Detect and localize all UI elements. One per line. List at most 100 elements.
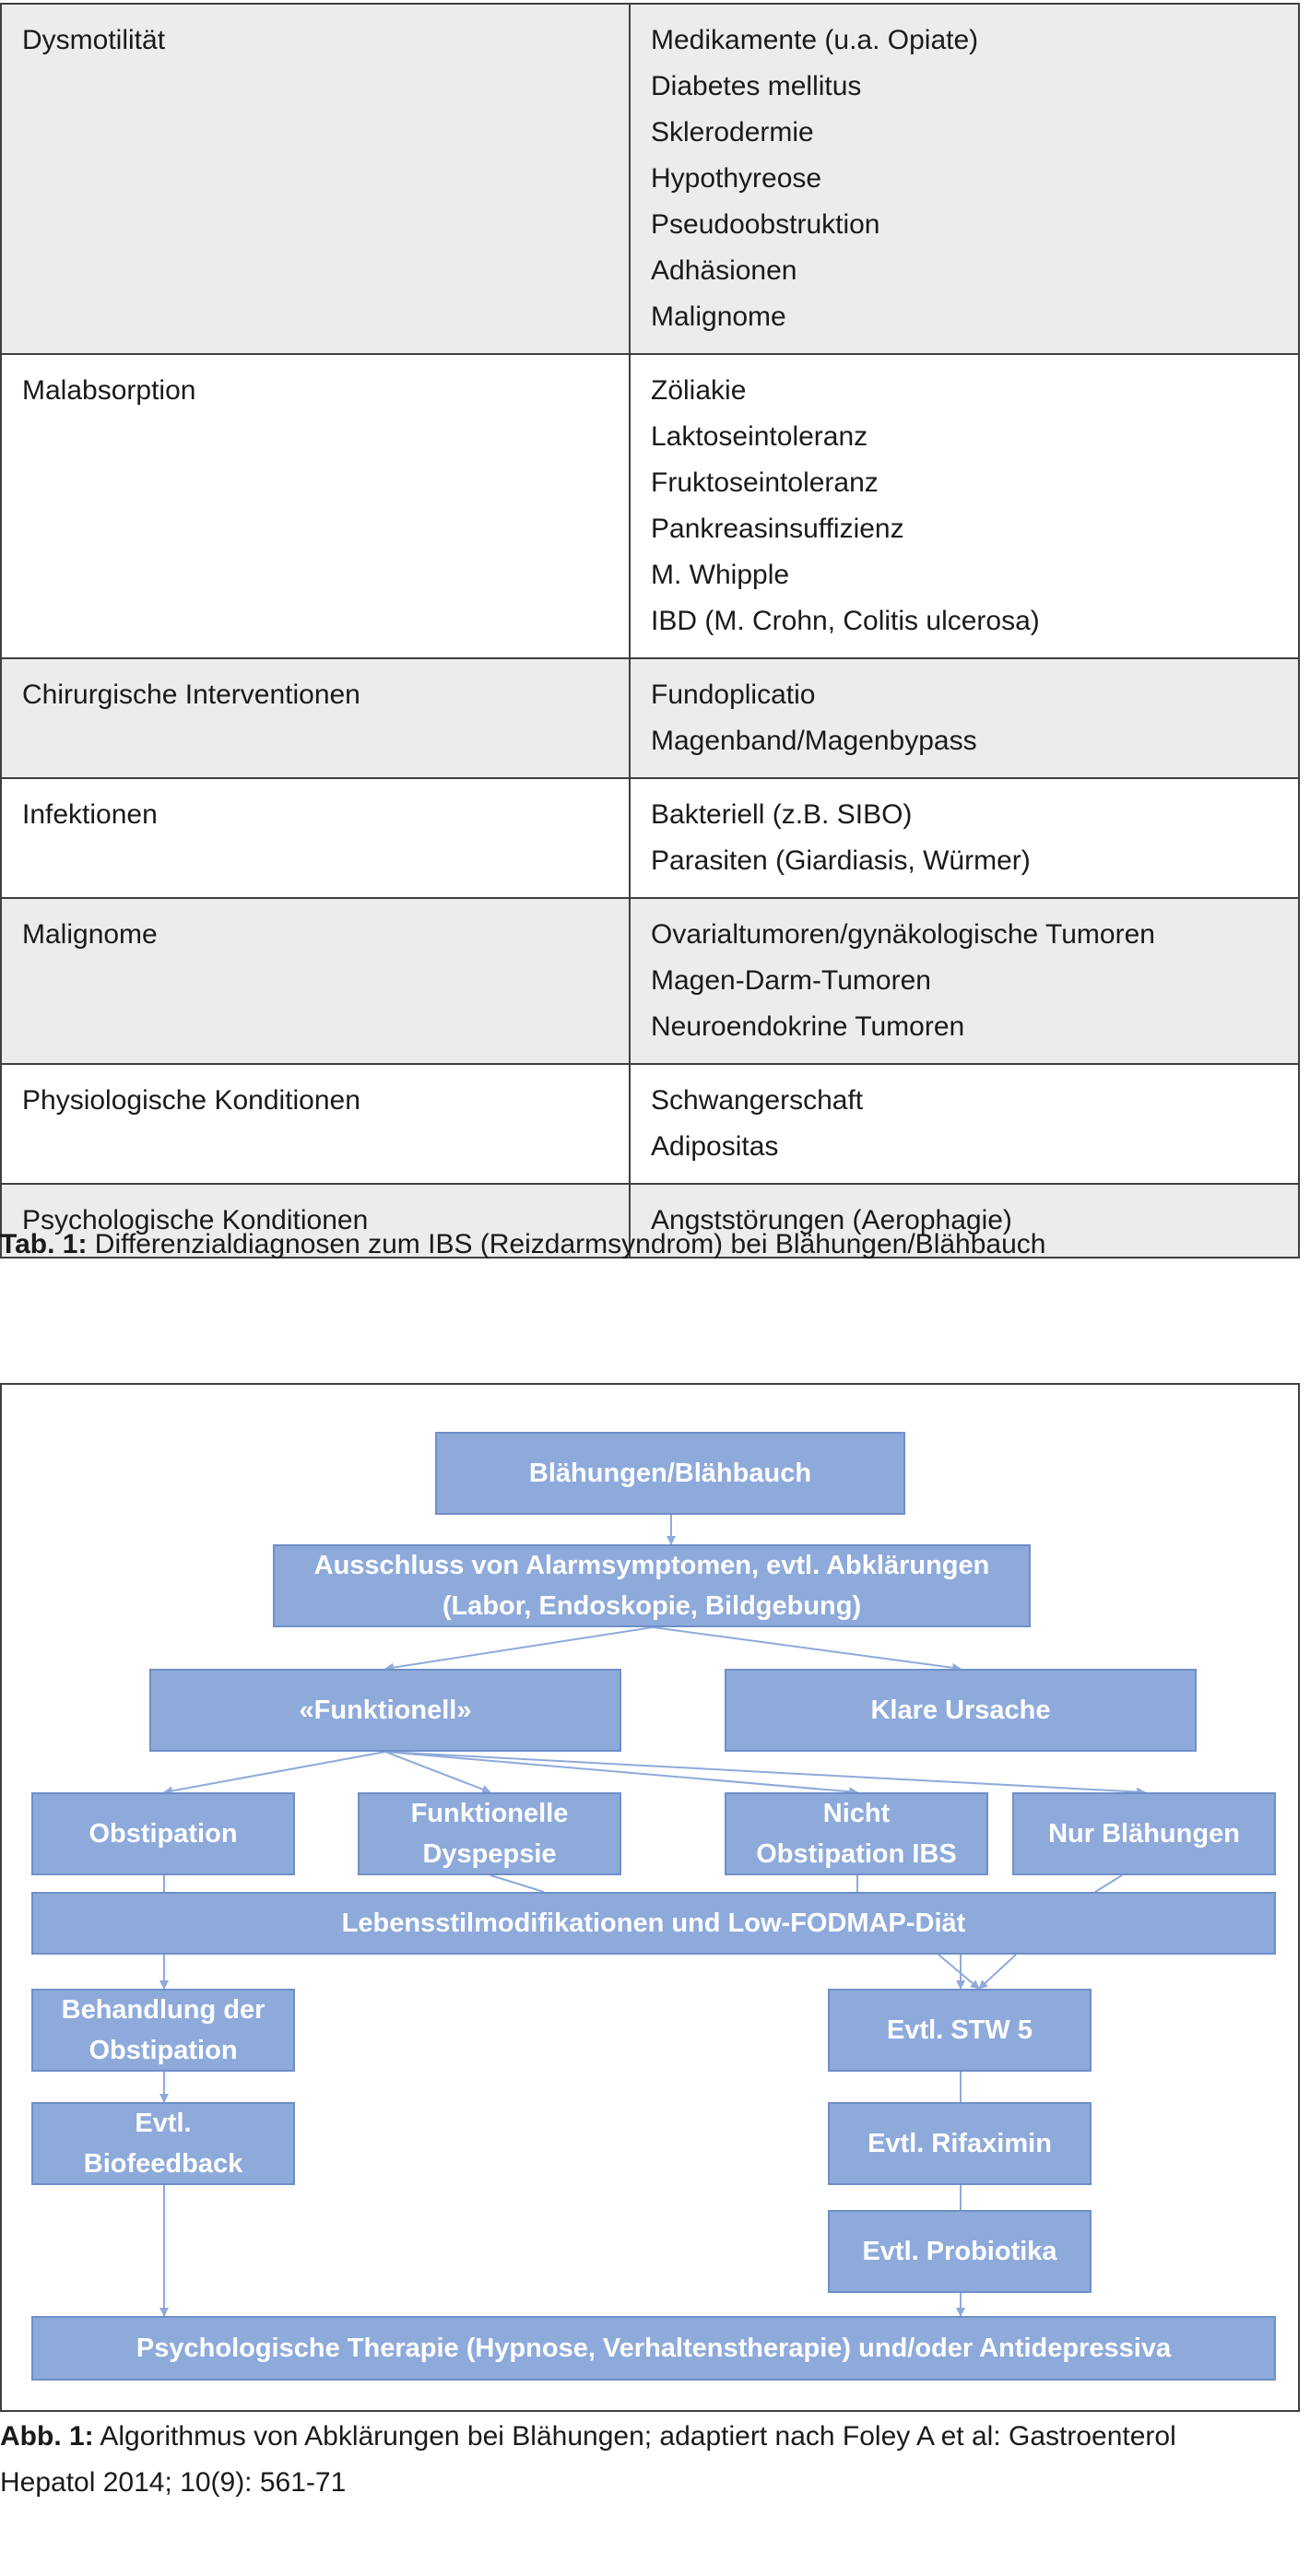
diagnoses-cell: Bakteriell (z.B. SIBO) Parasiten (Giardia…	[629, 777, 1300, 899]
figure-caption-line2: Hepatol 2014; 10(9): 561-71	[0, 2467, 347, 2498]
box-label-line: Nicht	[822, 1799, 891, 1828]
box-label: Blähungen/Blähbauch	[529, 1453, 811, 1494]
table-caption: Tab. 1: Differenzialdiagnosen zum IBS (R…	[0, 1222, 1045, 1268]
flow-arrow	[163, 1751, 386, 1796]
flow-arrow	[1094, 1874, 1123, 1893]
diagnosis-item: Sklerodermie	[651, 117, 814, 148]
diagnosis-item: Bakteriell (z.B. SIBO)	[651, 799, 913, 830]
category-cell: Malignome	[0, 897, 631, 1065]
box-label-line: Obstipation	[89, 2036, 238, 2065]
box-label-line: Evtl. Probiotika	[862, 2237, 1057, 2266]
box-label: Obstipation	[89, 1814, 237, 1854]
box-obstipation: Obstipation	[31, 1792, 295, 1875]
box-rifaximin: Evtl. Rifaximin	[828, 2102, 1092, 2185]
flow-arrow	[384, 1626, 654, 1672]
box-label-line: Evtl. STW 5	[887, 2015, 1033, 2045]
table-caption-text: Differenzialdiagnosen zum IBS (Reizdarms…	[87, 1229, 1046, 1259]
box-label: Evtl. Probiotika	[862, 2231, 1056, 2272]
diagnosis-item: Magenband/Magenbypass	[651, 726, 977, 756]
diagnosis-item: Zöliakie	[651, 375, 747, 406]
diagnosis-item: Adipositas	[651, 1131, 779, 1162]
box-label: Ausschluss von Alarmsymptomen, evtl. Abk…	[314, 1545, 990, 1626]
category-cell: Psychologische Konditionen	[0, 1183, 631, 1258]
diagnoses-cell: Medikamente (u.a. Opiate)Diabetes mellit…	[629, 3, 1300, 355]
box-label-line: Obstipation IBS	[756, 1839, 957, 1869]
figure-caption-text: Algorithmus von Abklärungen bei Blähunge…	[93, 2421, 1176, 2452]
flow-arrow	[490, 1874, 545, 1893]
flow-arrow	[384, 1751, 491, 1794]
box-label-line: Nur Blähungen	[1048, 1819, 1240, 1849]
box-label: Klare Ursache	[870, 1690, 1050, 1731]
box-label: Psychologische Therapie (Hypnose, Verhal…	[136, 2328, 1171, 2369]
diagnosis-item: Magen-Darm-Tumoren	[651, 965, 931, 996]
category-cell: Malabsorption	[0, 353, 631, 659]
diagnosis-item: Malignome	[651, 301, 786, 332]
box-exclusion: Ausschluss von Alarmsymptomen, evtl. Abk…	[273, 1544, 1031, 1627]
box-label: Evtl. Rifaximin	[867, 2123, 1052, 2164]
box-label-line: Biofeedback	[83, 2149, 243, 2179]
diagnosis-item: Fundoplicatio	[651, 679, 816, 710]
box-label-line: Evtl. Rifaximin	[867, 2129, 1052, 2158]
diagnosis-item: Hypothyreose	[651, 163, 822, 194]
diagnosis-item: Neuroendokrine Tumoren	[651, 1011, 965, 1042]
flow-arrow	[384, 1751, 858, 1797]
box-label-line: Blähungen/Blähbauch	[528, 1459, 812, 1488]
box-stw5: Evtl. STW 5	[828, 1989, 1092, 2072]
box-clear-cause: Klare Ursache	[725, 1669, 1197, 1752]
figure-caption: Abb. 1: Algorithmus von Abklärungen bei …	[0, 2414, 1176, 2506]
box-label-line: Ausschluss von Alarmsymptomen, evtl. Abk…	[313, 1551, 990, 1580]
box-label-line: Klare Ursache	[870, 1696, 1051, 1725]
flowchart-figure: Blähungen/Blähbauch Ausschluss von Alarm…	[0, 1383, 1300, 2412]
category-cell: Physiologische Konditionen	[0, 1063, 631, 1185]
box-label: Nur Blähungen	[1048, 1814, 1240, 1854]
box-label-line: Psychologische Therapie (Hypnose, Verhal…	[136, 2334, 1172, 2363]
diagnosis-item: Adhäsionen	[651, 255, 797, 286]
box-label-line: Obstipation	[89, 1819, 238, 1849]
box-label: Lebensstilmodifikationen und Low-FODMAP-…	[342, 1903, 966, 1944]
flowchart-arrows	[159, 1515, 1146, 2317]
box-label-line: «Funktionell»	[299, 1696, 472, 1725]
diagnosis-item: Schwangerschaft	[651, 1085, 864, 1116]
figure-caption-label: Abb. 1:	[0, 2421, 94, 2452]
box-label-line: Funktionelle	[410, 1799, 569, 1828]
box-label: «Funktionell»	[300, 1690, 472, 1731]
box-label: Evtl. Biofeedback	[84, 2103, 242, 2184]
box-label-line: Evtl.	[135, 2109, 192, 2138]
box-label-line: Lebensstilmodifikationen und Low-FODMAP-…	[341, 1908, 966, 1938]
diagnosis-item: Fruktoseintoleranz	[651, 467, 879, 498]
diagnosis-item: Laktoseintoleranz	[651, 421, 868, 452]
diagnosis-item: Parasiten (Giardiasis, Würmer)	[651, 845, 1031, 876]
flow-arrow	[978, 1954, 1017, 1990]
category-cell: Dysmotilität	[0, 3, 631, 355]
table-caption-label: Tab. 1:	[0, 1229, 88, 1259]
category-cell: Chirurgische Interventionen	[0, 657, 631, 779]
figure-caption-line1: Abb. 1: Algorithmus von Abklärungen bei …	[0, 2414, 1176, 2460]
diagnosis-item: M. Whipple	[651, 560, 790, 590]
diagnosis-item: Ovarialtumoren/gynäkologische Tumoren	[651, 919, 1155, 950]
diagnosis-item: Pankreasinsuffizienz	[651, 514, 904, 544]
box-label: Evtl. STW 5	[887, 2010, 1033, 2050]
flow-arrow	[938, 1954, 980, 1990]
diagnosis-item: Pseudoobstruktion	[651, 209, 880, 240]
box-label-line: Behandlung der	[61, 1995, 266, 2025]
flow-arrow	[652, 1626, 962, 1672]
diagnosis-item: Diabetes mellitus	[651, 71, 862, 101]
box-biofeedback: Evtl. Biofeedback	[31, 2102, 295, 2185]
diagnosis-item: IBD (M. Crohn, Colitis ulcerosa)	[651, 606, 1040, 636]
